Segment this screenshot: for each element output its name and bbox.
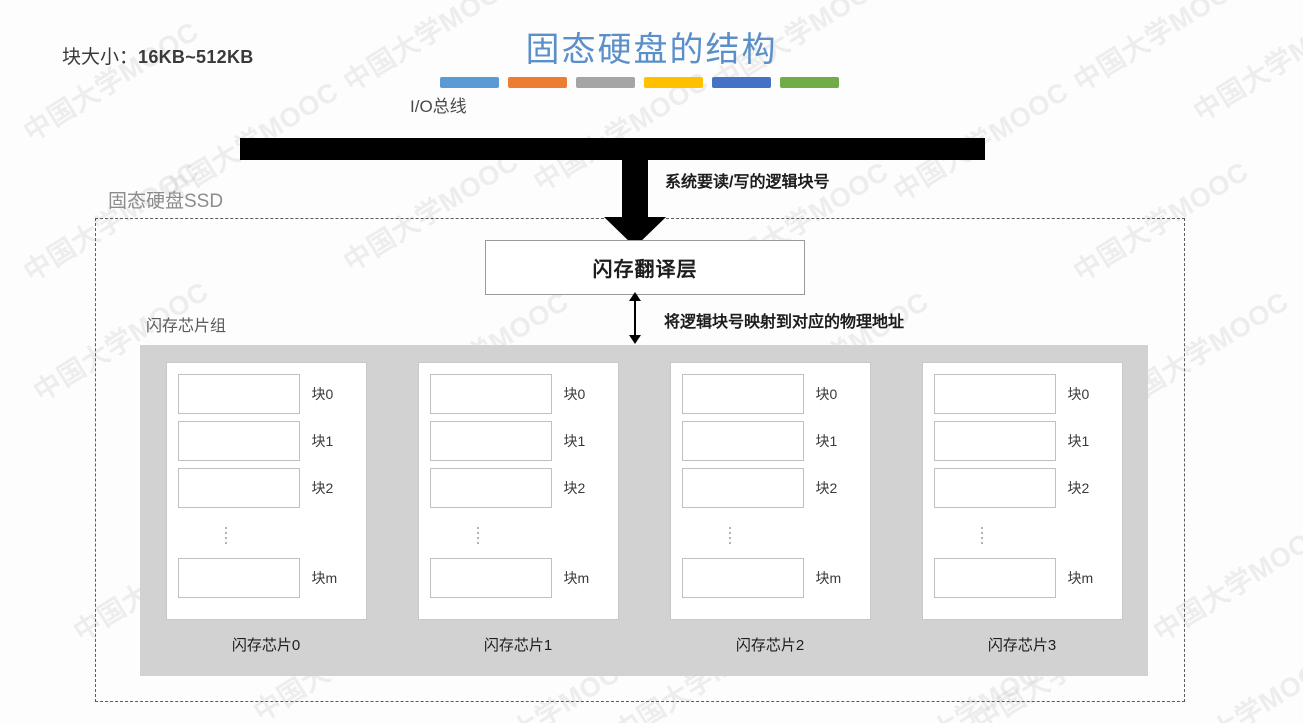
- flash-block-box[interactable]: [429, 558, 552, 598]
- flash-block-row: 块2: [671, 467, 870, 509]
- segment-indigo: [712, 77, 771, 88]
- flash-block-label: 块0: [1067, 386, 1090, 402]
- vertical-ellipsis-icon: [923, 514, 1122, 557]
- flash-block-label: 块0: [563, 386, 586, 402]
- flash-translation-layer-label: 闪存翻译层: [592, 259, 698, 281]
- flash-block-label: 块m: [815, 570, 842, 586]
- flash-chip-card[interactable]: 块0 块1 块2 块m: [417, 362, 619, 620]
- flash-block-label: 块2: [311, 480, 334, 496]
- io-bus-label: I/O总线: [410, 97, 467, 116]
- flash-block-box[interactable]: [933, 468, 1056, 508]
- flash-block-row: 块2: [167, 467, 366, 509]
- flash-block-box[interactable]: [429, 374, 552, 414]
- flash-chip-column: 块0 块1 块2 块m 闪存芯片0: [140, 362, 392, 655]
- color-accent-bar: [440, 77, 839, 88]
- flash-chip-column: 块0 块1 块2 块m 闪存芯片1: [392, 362, 644, 655]
- flash-block-box[interactable]: [681, 421, 804, 461]
- flash-block-box[interactable]: [681, 374, 804, 414]
- vertical-ellipsis-icon: [167, 514, 366, 557]
- flash-block-label: 块m: [563, 570, 590, 586]
- flash-block-row: 块2: [419, 467, 618, 509]
- flash-block-box[interactable]: [933, 421, 1056, 461]
- block-size-value: 16KB~512KB: [138, 47, 254, 67]
- flash-block-label: 块2: [1067, 480, 1090, 496]
- segment-blue: [440, 77, 499, 88]
- flash-block-row: 块1: [923, 420, 1122, 462]
- flash-block-row: 块1: [167, 420, 366, 462]
- flash-block-box[interactable]: [681, 468, 804, 508]
- down-arrow-icon: [604, 155, 666, 247]
- flash-block-label: 块1: [1067, 433, 1090, 449]
- flash-block-label: 块2: [563, 480, 586, 496]
- flash-block-box[interactable]: [177, 468, 300, 508]
- flash-block-label: 块1: [815, 433, 838, 449]
- flash-chip-card[interactable]: 块0 块1 块2 块m: [921, 362, 1123, 620]
- flash-block-box[interactable]: [429, 421, 552, 461]
- ssd-label: 固态硬盘SSD: [108, 191, 224, 212]
- page-title: 固态硬盘的结构: [525, 30, 778, 70]
- flash-block-box[interactable]: [177, 421, 300, 461]
- flash-block-label: 块m: [1067, 570, 1094, 586]
- flash-block-label: 块1: [311, 433, 334, 449]
- flash-chip-column: 块0 块1 块2 块m 闪存芯片2: [644, 362, 896, 655]
- flash-block-row: 块2: [923, 467, 1122, 509]
- flash-chip-caption: 闪存芯片1: [483, 637, 553, 654]
- flash-block-box[interactable]: [933, 558, 1056, 598]
- flash-chip-caption: 闪存芯片0: [231, 637, 301, 654]
- flash-block-row: 块m: [167, 557, 366, 599]
- flash-block-box[interactable]: [933, 374, 1056, 414]
- flash-block-box[interactable]: [177, 558, 300, 598]
- segment-green: [780, 77, 839, 88]
- flash-chip-card[interactable]: 块0 块1 块2 块m: [669, 362, 871, 620]
- flash-chip-column: 块0 块1 块2 块m 闪存芯片3: [896, 362, 1148, 655]
- segment-orange: [508, 77, 567, 88]
- flash-block-box[interactable]: [177, 374, 300, 414]
- flash-block-row: 块0: [671, 373, 870, 415]
- flash-block-label: 块0: [311, 386, 334, 402]
- flash-block-box[interactable]: [429, 468, 552, 508]
- flash-block-row: 块m: [671, 557, 870, 599]
- segment-yellow: [644, 77, 703, 88]
- flash-block-row: 块1: [671, 420, 870, 462]
- vertical-ellipsis-icon: [671, 514, 870, 557]
- flash-block-row: 块0: [923, 373, 1122, 415]
- double-headed-arrow-icon: [629, 292, 641, 344]
- flash-block-row: 块m: [419, 557, 618, 599]
- flash-block-label: 块2: [815, 480, 838, 496]
- io-bus-bar: [240, 138, 985, 160]
- flash-translation-layer-box[interactable]: 闪存翻译层: [485, 240, 805, 295]
- read-write-logical-block-label: 系统要读/写的逻辑块号: [665, 174, 830, 191]
- flash-chip-card[interactable]: 块0 块1 块2 块m: [165, 362, 367, 620]
- flash-chip-caption: 闪存芯片2: [735, 637, 805, 654]
- flash-chip-caption: 闪存芯片3: [987, 637, 1057, 654]
- flash-chip-group-label: 闪存芯片组: [146, 318, 227, 335]
- flash-block-row: 块m: [923, 557, 1122, 599]
- flash-block-label: 块1: [563, 433, 586, 449]
- block-size-label: 块大小：: [62, 47, 139, 68]
- mapping-description-label: 将逻辑块号映射到对应的物理地址: [664, 314, 905, 331]
- block-size-note: 块大小：16KB~512KB: [62, 42, 254, 69]
- vertical-ellipsis-icon: [419, 514, 618, 557]
- flash-block-row: 块0: [419, 373, 618, 415]
- segment-gray: [576, 77, 635, 88]
- flash-block-label: 块0: [815, 386, 838, 402]
- flash-block-label: 块m: [311, 570, 338, 586]
- flash-block-row: 块1: [419, 420, 618, 462]
- flash-block-row: 块0: [167, 373, 366, 415]
- flash-block-box[interactable]: [681, 558, 804, 598]
